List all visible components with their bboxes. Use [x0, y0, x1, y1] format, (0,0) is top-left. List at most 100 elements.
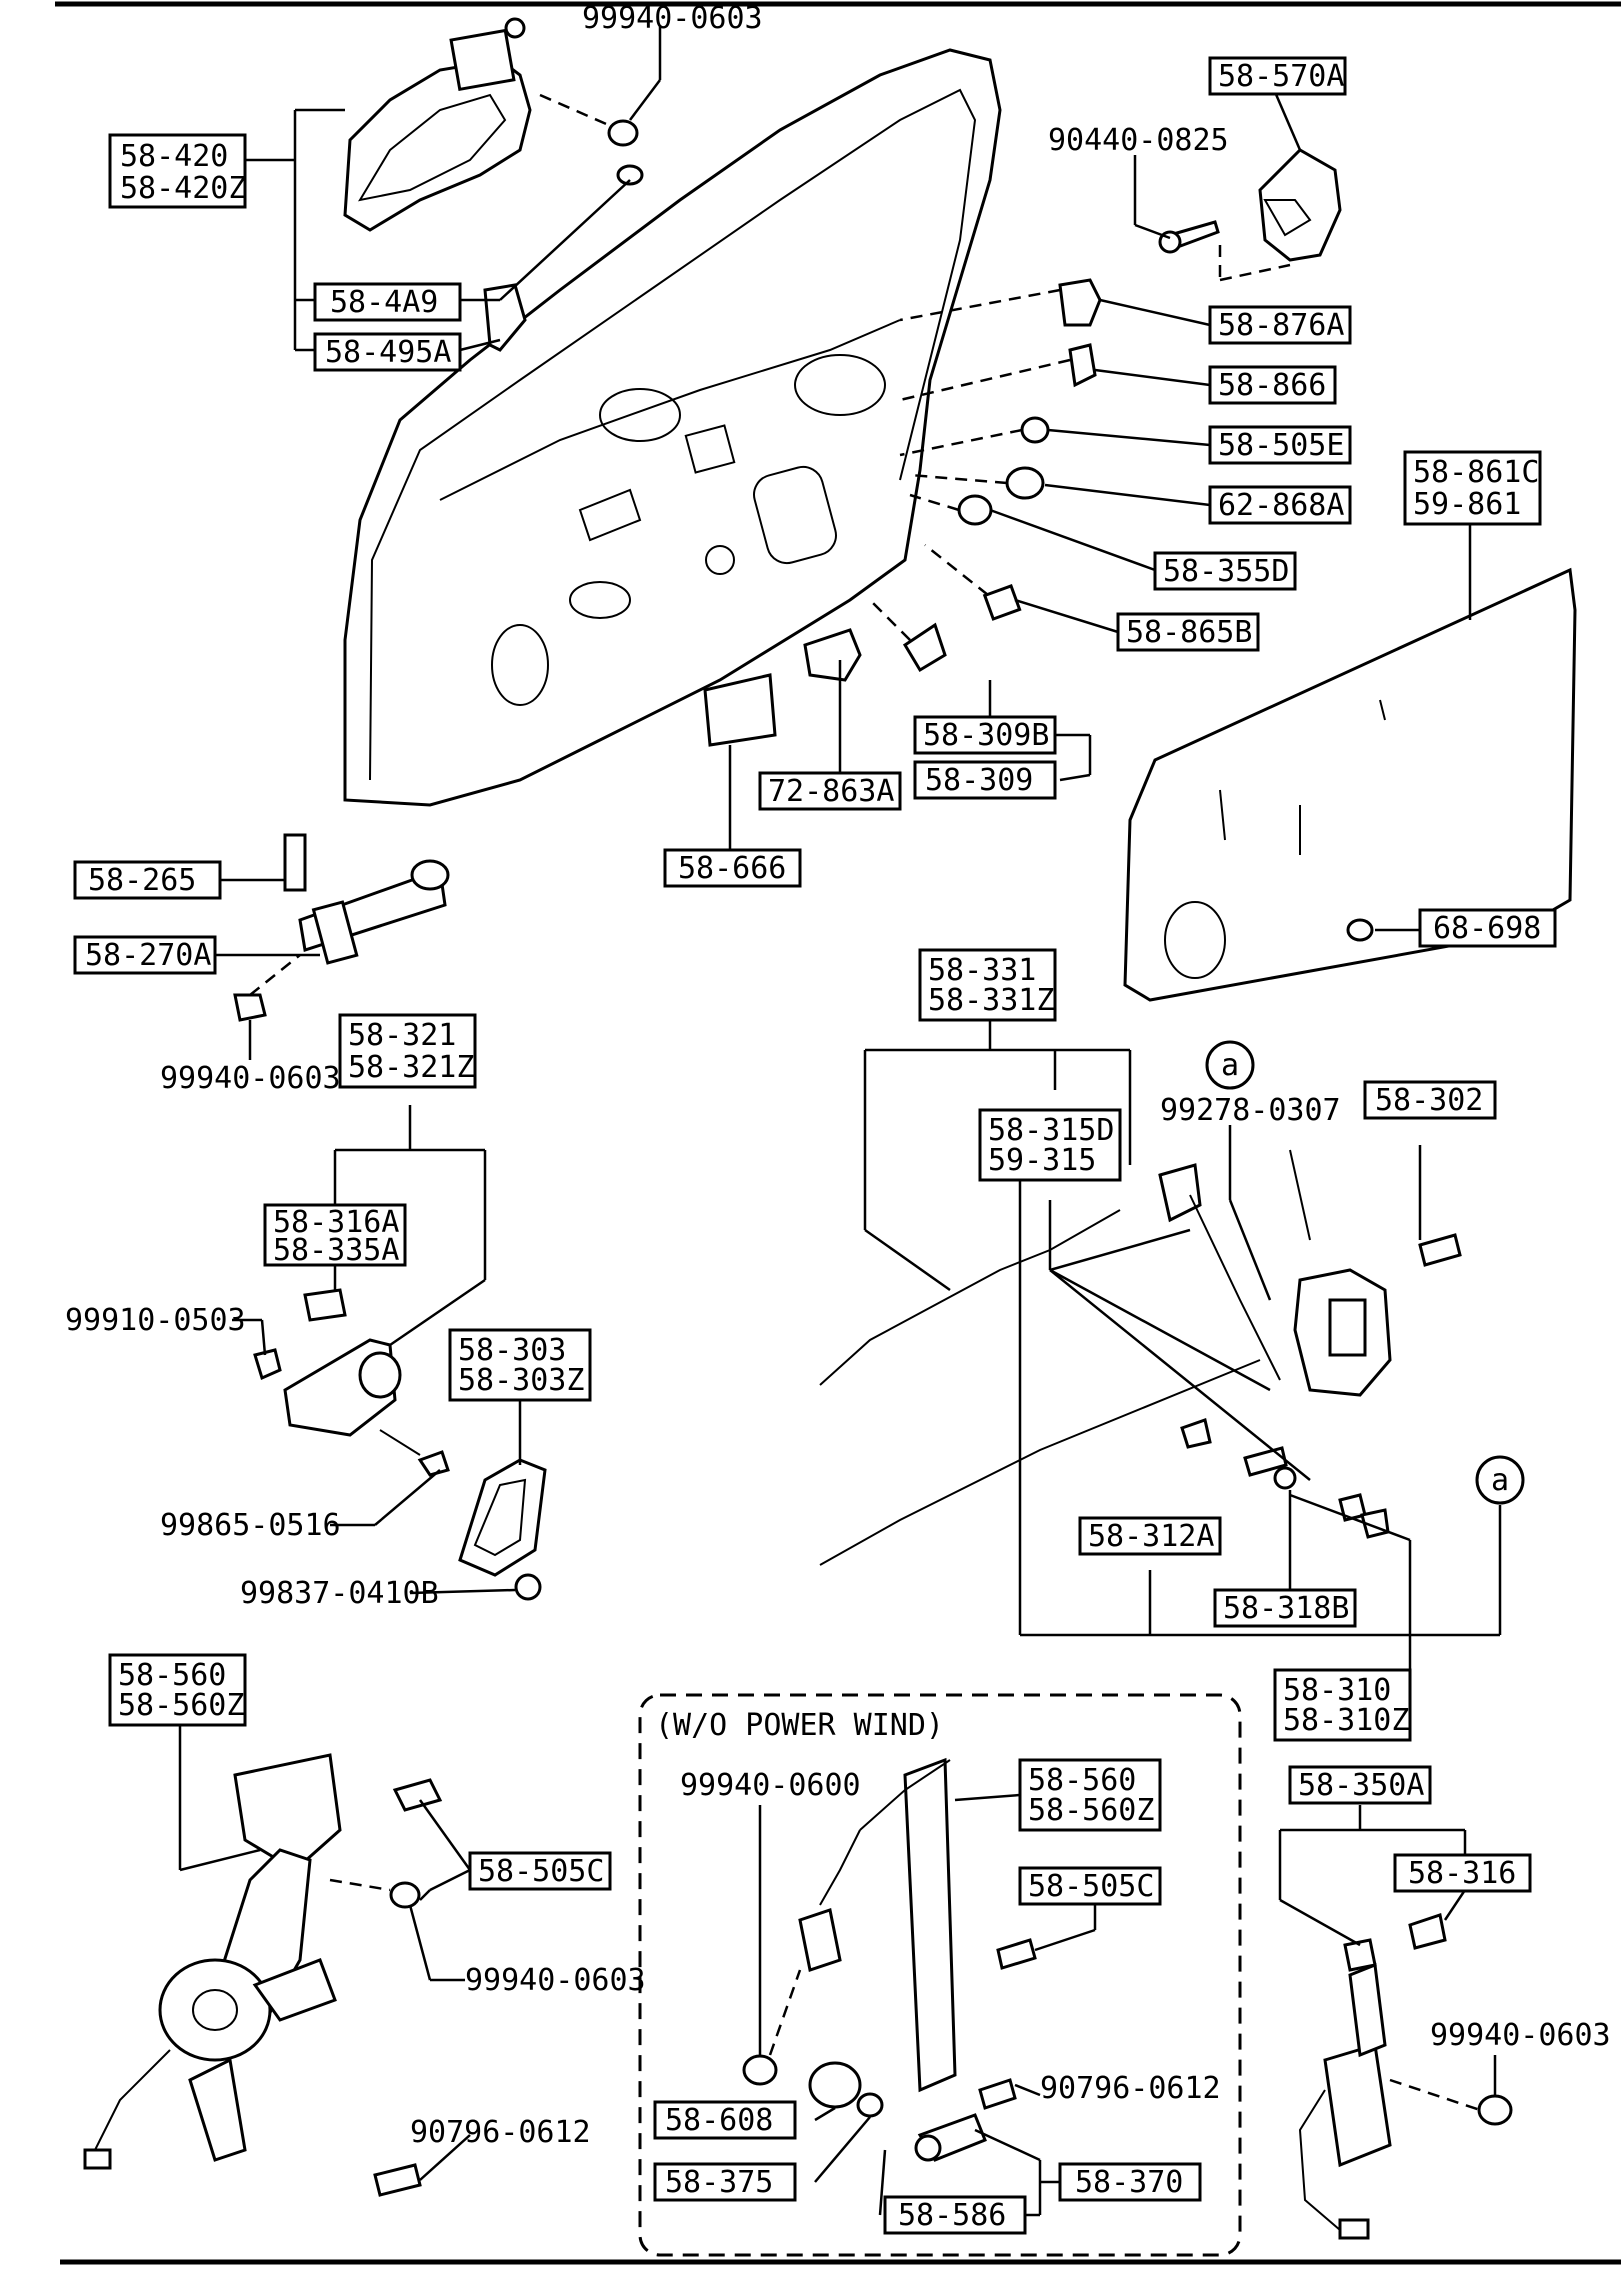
label-62-868a: 62-868A — [1218, 488, 1344, 523]
label-58-505c-power: 58-505C — [478, 1854, 604, 1889]
box-58-309 — [913, 760, 1057, 800]
label-58-586: 58-586 — [898, 2198, 1006, 2233]
box-58-355d — [1153, 551, 1297, 591]
box-58-310 — [1273, 1668, 1412, 1742]
leader-lines — [178, 25, 1502, 2217]
label-58-265: 58-265 — [88, 863, 196, 898]
label-90796-0612-power: 90796-0612 — [410, 2115, 591, 2150]
label-58-350a: 58-350A — [1298, 1768, 1424, 1803]
label-99940-0600: 99940-0600 — [680, 1768, 861, 1803]
label-58-331: 58-331 — [928, 953, 1036, 988]
label-58-302: 58-302 — [1375, 1083, 1483, 1118]
label-99940-0603-top: 99940-0603 — [582, 1, 763, 36]
part-labels: 99940-0603 58-420 58-420Z 58-4A9 58-495A… — [65, 1, 1611, 2235]
label-58-312a: 58-312A — [1088, 1519, 1214, 1554]
label-58-316a: 58-316A — [273, 1205, 399, 1240]
box-58-315d — [978, 1108, 1122, 1182]
label-99865-0516: 99865-0516 — [160, 1508, 341, 1543]
box-58-866 — [1208, 365, 1337, 405]
label-58-560-manual: 58-560 — [1028, 1763, 1136, 1798]
box-58-505c-power — [468, 1851, 612, 1891]
seal-pads-drawing — [703, 628, 862, 747]
label-58-315d: 58-315D — [988, 1113, 1114, 1148]
label-58-420: 58-420 — [120, 139, 228, 174]
box-58-303 — [448, 1328, 592, 1402]
box-58-586 — [883, 2195, 1027, 2235]
label-99940-0603-left: 99940-0603 — [160, 1061, 341, 1096]
label-58-420z: 58-420Z — [120, 171, 246, 206]
label-58-318b: 58-318B — [1223, 1591, 1349, 1626]
label-58-303: 58-303 — [458, 1333, 566, 1368]
label-59-861: 59-861 — [1413, 487, 1521, 522]
label-90440-0825: 90440-0825 — [1048, 123, 1229, 158]
box-72-863a — [758, 771, 902, 811]
manual-window-section-title: (W/O POWER WIND) — [655, 1708, 944, 1743]
label-58-865b: 58-865B — [1126, 615, 1252, 650]
label-58-309b: 58-309B — [923, 718, 1049, 753]
box-58-876a — [1208, 305, 1352, 345]
label-58-335a: 58-335A — [273, 1233, 399, 1268]
label-99940-0603-actuator: 99940-0603 — [1430, 2018, 1611, 2053]
label-ref-a-top: a — [1221, 1048, 1239, 1083]
box-58-505e — [1208, 425, 1352, 465]
label-58-560-power: 58-560 — [118, 1658, 226, 1693]
label-58-560z-power: 58-560Z — [118, 1688, 244, 1723]
box-58-309b — [913, 715, 1057, 755]
label-72-863a: 72-863A — [768, 774, 894, 809]
box-58-608 — [653, 2100, 797, 2140]
box-58-560-manual — [1018, 1758, 1162, 1832]
label-59-315: 59-315 — [988, 1143, 1096, 1178]
box-58-321 — [338, 1013, 477, 1089]
label-58-560z-manual: 58-560Z — [1028, 1793, 1154, 1828]
box-58-666 — [663, 848, 802, 888]
box-58-865b — [1116, 612, 1260, 652]
label-99940-0603-regulator: 99940-0603 — [465, 1963, 646, 1998]
box-58-350a — [1288, 1765, 1432, 1805]
door-shell-drawing — [343, 48, 1002, 807]
label-58-505e: 58-505E — [1218, 428, 1344, 463]
manual-regulator-drawing — [742, 1757, 1037, 2162]
ref-circle-a-right — [1475, 1455, 1525, 1505]
label-58-375: 58-375 — [665, 2165, 773, 2200]
label-ref-a-right: a — [1491, 1463, 1509, 1498]
box-58-331 — [918, 948, 1057, 1022]
door-checker-drawing — [233, 833, 450, 1022]
box-58-861c — [1403, 450, 1542, 526]
box-58-302 — [1363, 1080, 1497, 1120]
label-58-666: 58-666 — [678, 851, 786, 886]
inner-handle-drawing — [253, 1288, 547, 1601]
label-58-321z: 58-321Z — [348, 1050, 474, 1085]
box-58-316a — [263, 1203, 407, 1267]
box-58-420 — [108, 133, 247, 209]
label-58-331z: 58-331Z — [928, 983, 1054, 1018]
label-58-866: 58-866 — [1218, 368, 1326, 403]
door-clips-drawing — [869, 278, 1102, 673]
box-58-316 — [1393, 1853, 1532, 1893]
label-58-310z: 58-310Z — [1283, 1703, 1409, 1738]
label-99278-0307: 99278-0307 — [1160, 1093, 1341, 1128]
label-58-861c: 58-861C — [1413, 455, 1539, 490]
label-58-608: 58-608 — [665, 2103, 773, 2138]
label-58-310: 58-310 — [1283, 1673, 1391, 1708]
label-58-321: 58-321 — [348, 1018, 456, 1053]
striker-drawing — [1158, 148, 1342, 282]
box-58-375 — [653, 2162, 797, 2202]
label-58-876a: 58-876A — [1218, 308, 1344, 343]
box-58-4a9 — [313, 282, 462, 322]
label-58-355d: 58-355D — [1163, 554, 1289, 589]
latch-assembly-drawing — [819, 1149, 1462, 1566]
label-58-309: 58-309 — [925, 763, 1033, 798]
label-58-303z: 58-303Z — [458, 1363, 584, 1398]
box-58-505c-manual — [1018, 1866, 1162, 1906]
box-58-370 — [1058, 2162, 1202, 2202]
label-90796-0612-manual: 90796-0612 — [1040, 2071, 1221, 2106]
label-58-4a9: 58-4A9 — [330, 285, 438, 320]
label-58-316: 58-316 — [1408, 1856, 1516, 1891]
label-58-505c-manual: 58-505C — [1028, 1869, 1154, 1904]
label-58-495a: 58-495A — [325, 335, 451, 370]
label-58-270a: 58-270A — [85, 938, 211, 973]
label-68-698: 68-698 — [1433, 911, 1541, 946]
box-58-570a — [1208, 56, 1347, 96]
box-58-495a — [313, 332, 462, 372]
